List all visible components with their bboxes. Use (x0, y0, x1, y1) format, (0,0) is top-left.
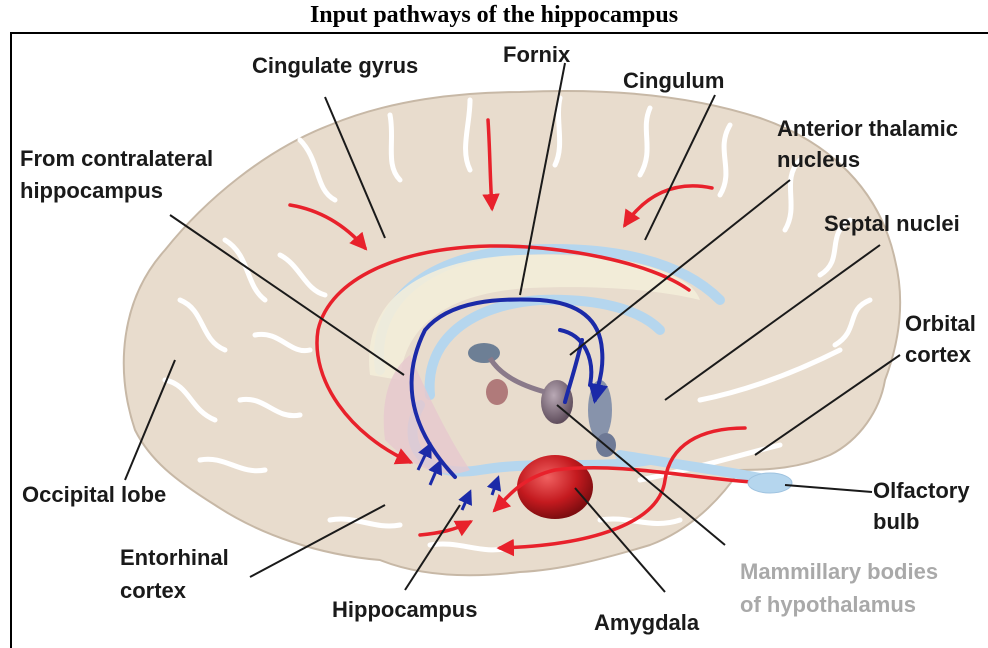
septal-structure (486, 379, 508, 405)
label-cingulum: Cingulum (623, 66, 724, 95)
label-amygdala: Amygdala (594, 608, 699, 637)
amygdala-body (517, 455, 593, 519)
label-fornix: Fornix (503, 40, 570, 69)
label-cingulate-gyrus: Cingulate gyrus (252, 51, 418, 80)
label-hippocampus: Hippocampus (332, 595, 477, 624)
label-septal-nuclei: Septal nuclei (824, 209, 960, 238)
label-entorhinal-2: cortex (120, 576, 186, 605)
label-mammillary-1: Mammillary bodies (740, 557, 938, 586)
olfactory-bulb (748, 473, 792, 493)
anterior-thalamic-nucleus (468, 343, 500, 363)
label-orbital-2: cortex (905, 340, 971, 369)
label-mammillary-2: of hypothalamus (740, 590, 916, 619)
label-contralateral-2: hippocampus (20, 176, 163, 205)
label-entorhinal-1: Entorhinal (120, 543, 229, 572)
label-anterior-thalamic-1: Anterior thalamic (777, 114, 958, 143)
label-occipital-lobe: Occipital lobe (22, 480, 166, 509)
label-orbital-1: Orbital (905, 309, 976, 338)
label-olfactory-1: Olfactory (873, 476, 970, 505)
label-contralateral-1: From contralateral (20, 144, 213, 173)
label-anterior-thalamic-2: nucleus (777, 145, 860, 174)
septal-nuclei-body (588, 380, 612, 440)
label-olfactory-2: bulb (873, 507, 919, 536)
